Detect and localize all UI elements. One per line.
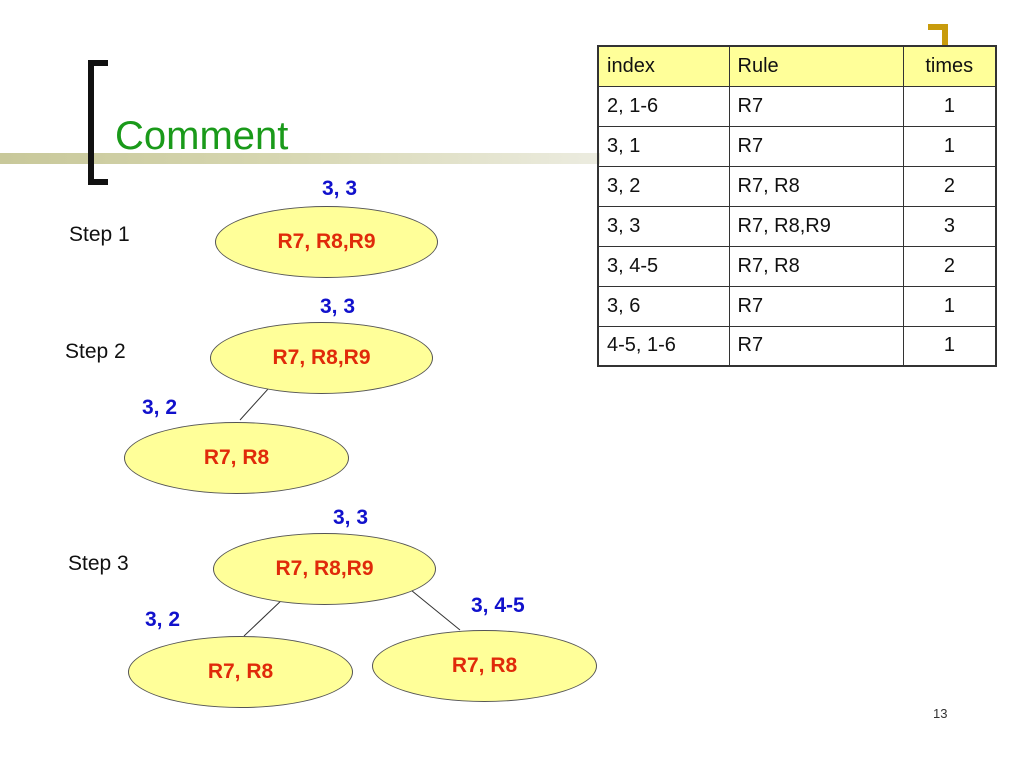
header-index: index [597,45,730,87]
header-rule: Rule [728,45,904,87]
s3-right-node: R7, R8 [372,630,597,702]
header-times: times [902,45,997,87]
s3-root-node: R7, R8,R9 [213,533,436,605]
cell-index: 3, 3 [597,205,730,247]
cell-times: 1 [902,285,997,327]
s3-left-label: 3, 2 [145,608,181,631]
cell-rule: R7 [728,85,904,127]
cell-rule: R7 [728,285,904,327]
cell-index: 3, 6 [597,285,730,327]
cell-index: 3, 4-5 [597,245,730,287]
cell-rule: R7, R8,R9 [728,205,904,247]
s3-right-rules: R7, R8 [451,654,518,677]
title-underline-band [0,153,600,164]
cell-index: 3, 2 [597,165,730,207]
cell-rule: R7 [728,125,904,167]
rules-table: index Rule times 2, 1-6 R7 1 3, 1 R7 1 3… [597,45,997,367]
s2-root-rules: R7, R8,R9 [272,346,371,369]
s3-root-label: 3, 3 [333,506,369,529]
cell-times: 1 [902,325,997,367]
title-bracket [88,60,108,185]
step-2-label: Step 2 [65,340,126,363]
table-row: 2, 1-6 R7 1 [597,85,997,127]
cell-rule: R7, R8 [728,165,904,207]
s3-left-node: R7, R8 [128,636,353,708]
table-row: 4-5, 1-6 R7 1 [597,325,997,367]
table-row: 3, 4-5 R7, R8 2 [597,245,997,287]
s3-root-rules: R7, R8,R9 [275,557,374,580]
cell-index: 2, 1-6 [597,85,730,127]
cell-rule: R7, R8 [728,245,904,287]
cell-index: 3, 1 [597,125,730,167]
cell-times: 2 [902,245,997,287]
table-row: 3, 2 R7, R8 2 [597,165,997,207]
cell-times: 1 [902,85,997,127]
step-3-label: Step 3 [68,552,129,575]
table-row: 3, 1 R7 1 [597,125,997,167]
s1-root-rules: R7, R8,R9 [277,230,376,253]
page-number: 13 [933,706,948,721]
s1-root-label: 3, 3 [322,177,358,200]
corner-bracket [928,24,948,46]
table-header-row: index Rule times [597,45,997,87]
s2-root-label: 3, 3 [320,295,356,318]
s3-right-label: 3, 4-5 [471,594,525,617]
edge-step3-root-right [405,585,461,631]
edge-step3-root-left [243,597,285,637]
table-row: 3, 6 R7 1 [597,285,997,327]
cell-index: 4-5, 1-6 [597,325,730,367]
table-row: 3, 3 R7, R8,R9 3 [597,205,997,247]
s2-left-rules: R7, R8 [203,446,270,469]
cell-times: 2 [902,165,997,207]
s2-left-label: 3, 2 [142,396,178,419]
s3-left-rules: R7, R8 [207,660,274,683]
s2-root-node: R7, R8,R9 [210,322,433,394]
cell-times: 1 [902,125,997,167]
cell-times: 3 [902,205,997,247]
s2-left-node: R7, R8 [124,422,349,494]
cell-rule: R7 [728,325,904,367]
step-1-label: Step 1 [69,223,130,246]
slide-title: Comment [115,114,289,158]
s1-root-node: R7, R8,R9 [215,206,438,278]
